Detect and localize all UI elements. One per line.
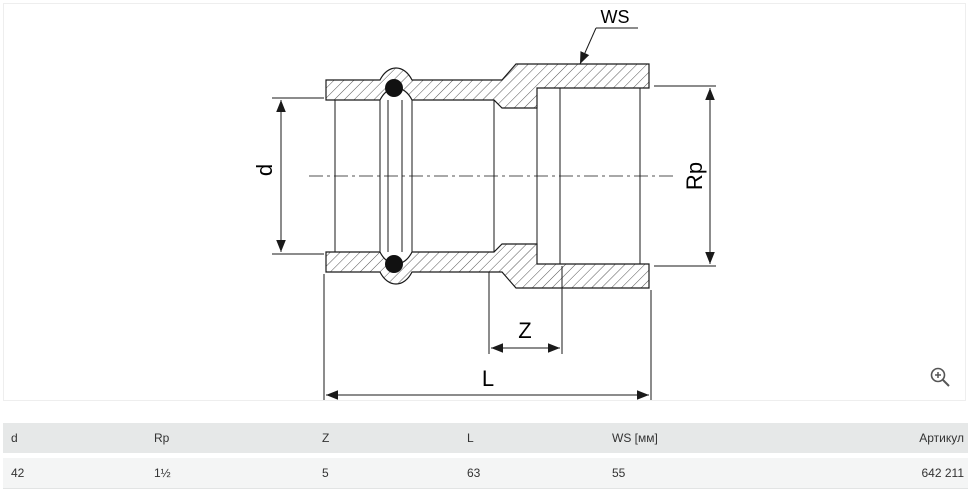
cell-rp: 1½ <box>146 458 314 489</box>
label-l: L <box>482 366 494 391</box>
technical-drawing-panel: d Rp Z L WS <box>3 3 966 401</box>
col-header-l: L <box>459 423 604 453</box>
zoom-in-icon <box>930 367 950 387</box>
label-ws: WS <box>601 7 630 27</box>
label-d: d <box>252 164 277 176</box>
label-z: Z <box>518 318 531 343</box>
dimension-d <box>272 97 324 255</box>
col-header-d: d <box>3 423 146 453</box>
spec-table: d Rp Z L WS [мм] Артикул 42 1½ 5 63 55 6… <box>3 423 968 489</box>
table-header-row: d Rp Z L WS [мм] Артикул <box>3 423 968 453</box>
leader-ws <box>579 27 638 65</box>
o-ring-bottom <box>385 255 403 273</box>
o-ring-top <box>385 79 403 97</box>
lower-wall-section <box>325 243 650 289</box>
cell-l: 63 <box>459 458 604 489</box>
fitting-cross-section-drawing: d Rp Z L WS <box>252 7 716 400</box>
cell-z: 5 <box>314 458 459 489</box>
col-header-article: Артикул <box>812 423 968 453</box>
dimension-z <box>488 266 563 354</box>
zoom-in-button[interactable] <box>928 365 952 389</box>
dimension-rp <box>654 85 716 267</box>
dimension-l <box>323 274 652 400</box>
label-rp: Rp <box>682 162 707 190</box>
upper-wall-section <box>325 63 650 109</box>
cell-d: 42 <box>3 458 146 489</box>
col-header-z: Z <box>314 423 459 453</box>
table-row[interactable]: 42 1½ 5 63 55 642 211 <box>3 458 968 489</box>
cell-article: 642 211 <box>812 458 968 489</box>
col-header-rp: Rp <box>146 423 314 453</box>
cell-ws: 55 <box>604 458 812 489</box>
col-header-ws: WS [мм] <box>604 423 812 453</box>
